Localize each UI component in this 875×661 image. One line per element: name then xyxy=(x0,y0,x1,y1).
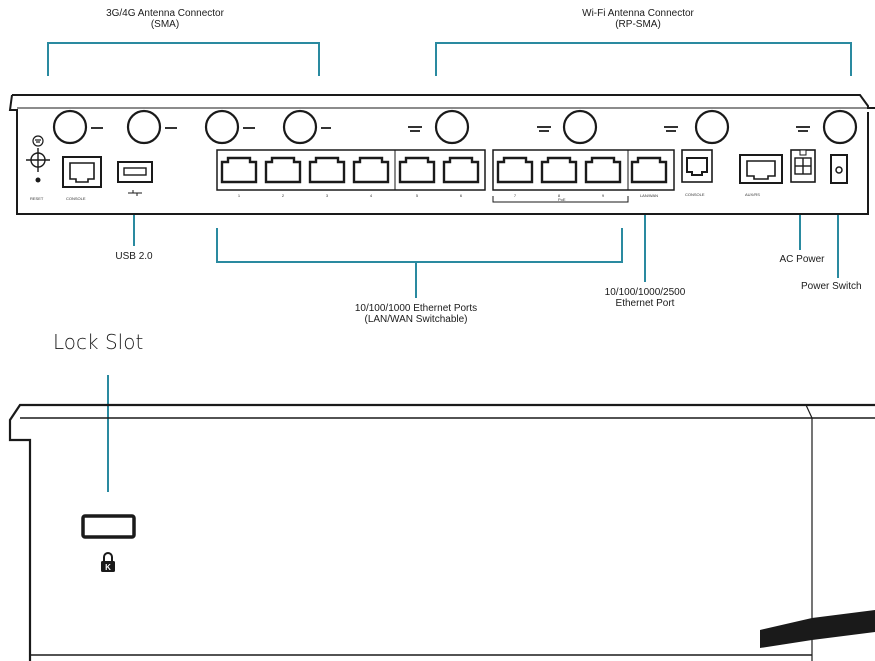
label-ac-power: AC Power xyxy=(779,254,825,265)
ethernet-port-7[interactable] xyxy=(496,156,534,184)
lock-slot[interactable] xyxy=(81,514,136,539)
label-2500-port-line2: Ethernet Port xyxy=(615,298,675,309)
bracket-3g4g-antenna xyxy=(47,42,320,76)
reset-button[interactable] xyxy=(35,177,41,183)
antenna-3g4g-4 xyxy=(282,109,318,145)
bracket-ethernet-ports xyxy=(216,228,623,263)
usb-icon xyxy=(128,190,142,196)
port-number-label: LAN/WAN xyxy=(640,193,658,198)
svg-text:K: K xyxy=(105,563,111,572)
antenna-connectors xyxy=(52,109,858,145)
port-number-label: 9 xyxy=(602,193,605,198)
console-port-2[interactable] xyxy=(681,149,713,183)
bracket-wifi-antenna xyxy=(435,42,852,76)
label-lock-slot: Lock Slot xyxy=(53,330,144,354)
antenna-3g4g-1 xyxy=(52,109,88,145)
label-power-switch: Power Switch xyxy=(801,281,862,292)
port-number-label: 1 xyxy=(238,193,241,198)
antenna-wifi-3 xyxy=(694,109,730,145)
antenna-wifi-1 xyxy=(434,109,470,145)
reset-tiny-label: RESET xyxy=(30,196,44,201)
ethernet-port-10[interactable] xyxy=(630,156,668,184)
ethernet-port-6[interactable] xyxy=(442,156,480,184)
lock-icon: K xyxy=(101,552,115,572)
port-number-label: 3 xyxy=(326,193,329,198)
router-rear-panel: RESET CONSOLE CONSOLE AUX/RS PoE 1 2 3 4 5 6 7… xyxy=(8,94,875,215)
port-number-label: 4 xyxy=(370,193,373,198)
ethernet-block-1-6 xyxy=(216,149,486,191)
aux-port[interactable] xyxy=(739,154,783,184)
label-2500-port: 10/100/1000/2500 Ethernet Port xyxy=(592,287,698,309)
label-ethernet-ports-line2: (LAN/WAN Switchable) xyxy=(364,314,468,325)
ethernet-ports-7-10 xyxy=(496,156,668,184)
label-wifi-antenna-line2: (RP-SMA) xyxy=(615,19,661,30)
port-number-label: 2 xyxy=(282,193,285,198)
usb-port[interactable] xyxy=(117,161,153,183)
label-wifi-antenna-line1: Wi-Fi Antenna Connector xyxy=(582,8,694,19)
router-side-view xyxy=(8,403,875,661)
reset-icon xyxy=(26,148,50,172)
antenna-3g4g-3 xyxy=(204,109,240,145)
console2-tiny-label: CONSOLE xyxy=(685,192,705,197)
poe-tiny-label: PoE xyxy=(558,197,566,202)
label-ethernet-ports: 10/100/1000 Ethernet Ports (LAN/WAN Swit… xyxy=(338,303,494,325)
port-number-label: 8 xyxy=(558,193,561,198)
label-usb: USB 2.0 xyxy=(115,251,153,262)
power-switch[interactable] xyxy=(830,154,848,184)
label-3g4g-antenna-line2: (SMA) xyxy=(150,19,180,30)
label-wifi-antenna: Wi-Fi Antenna Connector (RP-SMA) xyxy=(572,8,704,30)
antenna-3g4g-2 xyxy=(126,109,162,145)
port-number-label: 6 xyxy=(460,193,463,198)
label-3g4g-antenna-line1: 3G/4G Antenna Connector xyxy=(106,8,224,19)
port-number-label: 7 xyxy=(514,193,517,198)
ethernet-port-9[interactable] xyxy=(584,156,622,184)
ethernet-port-3[interactable] xyxy=(308,156,346,184)
console-port[interactable] xyxy=(62,156,102,188)
label-3g4g-antenna: 3G/4G Antenna Connector (SMA) xyxy=(103,8,227,30)
antenna-wifi-2 xyxy=(562,109,598,145)
label-2500-port-line1: 10/100/1000/2500 xyxy=(604,287,686,298)
ethernet-port-1[interactable] xyxy=(220,156,258,184)
antenna-wifi-4 xyxy=(822,109,858,145)
port-number-label: 5 xyxy=(416,193,419,198)
ethernet-port-2[interactable] xyxy=(264,156,302,184)
ground-icon xyxy=(32,135,44,147)
aux-tiny-label: AUX/RS xyxy=(745,192,760,197)
ethernet-ports-1-6 xyxy=(220,156,480,184)
label-ethernet-ports-line1: 10/100/1000 Ethernet Ports xyxy=(354,303,478,314)
ethernet-port-4[interactable] xyxy=(352,156,390,184)
ac-power-connector xyxy=(790,149,816,183)
ethernet-port-8[interactable] xyxy=(540,156,578,184)
console-tiny-label: CONSOLE xyxy=(66,196,86,201)
ethernet-port-5[interactable] xyxy=(398,156,436,184)
